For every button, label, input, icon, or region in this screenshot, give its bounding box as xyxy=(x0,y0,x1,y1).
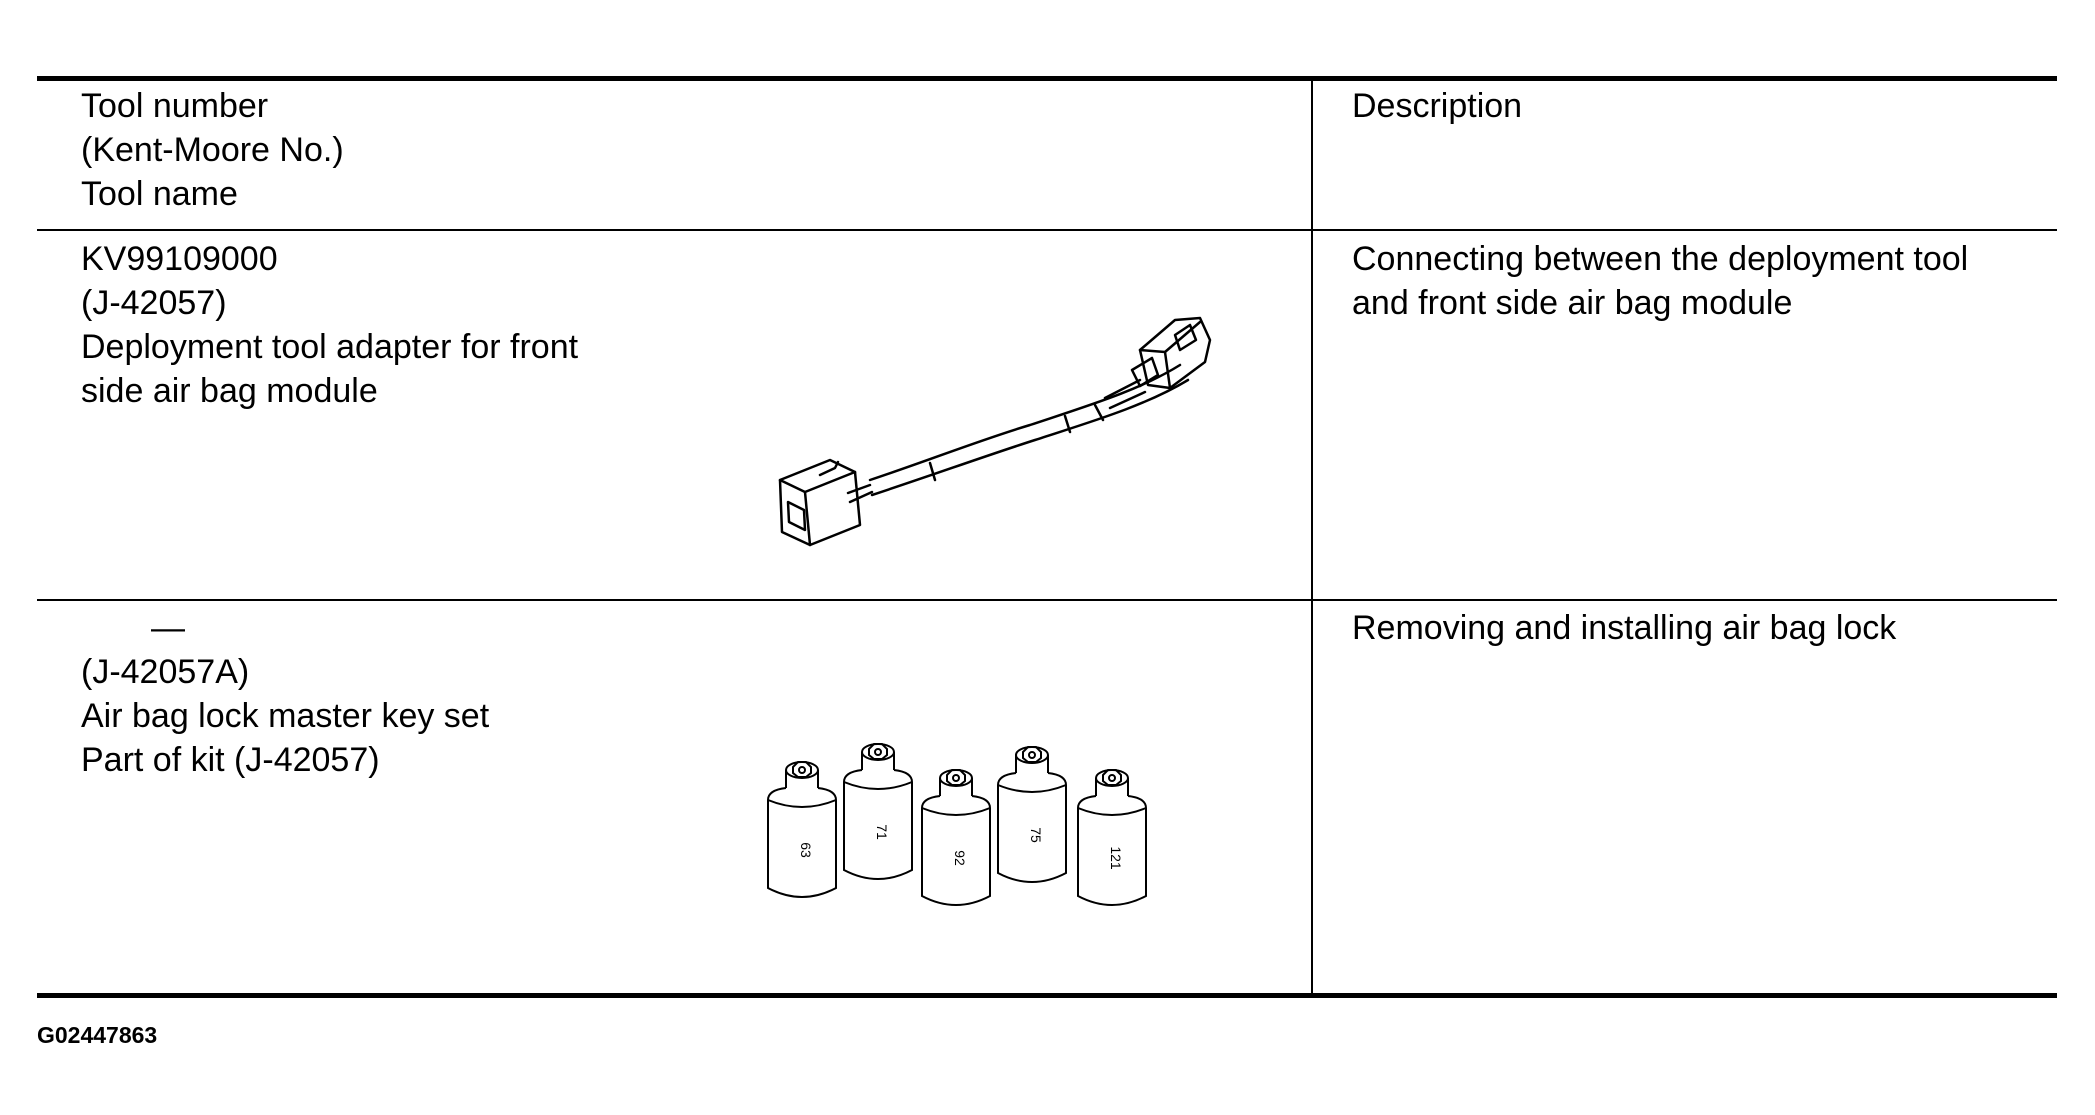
master-key-label-1: 63 xyxy=(798,842,814,858)
master-key-label-4: 75 xyxy=(1028,827,1044,843)
figure-id: G02447863 xyxy=(37,1022,158,1048)
master-key-label-2: 71 xyxy=(874,824,890,840)
row1-tool-info: KV99109000 (J-42057) Deployment tool ada… xyxy=(81,237,578,413)
header-tool-number: Tool number xyxy=(81,87,269,125)
row2-tool-info: — (J-42057A) Air bag lock master key set… xyxy=(81,606,489,782)
row1-kent-moore: (J-42057) xyxy=(81,284,227,322)
master-key-5: 121 xyxy=(1077,769,1147,906)
header-tool-name: Tool name xyxy=(81,175,238,213)
master-key-set-illustration: 63 71 92 75 121 xyxy=(767,743,1147,906)
row2-description: Removing and installing air bag lock xyxy=(1352,609,1897,647)
master-key-label-3: 92 xyxy=(952,850,968,866)
harness-adapter-illustration xyxy=(778,316,1212,547)
header-bottom-rule xyxy=(37,229,2057,231)
row2-tool-name: Air bag lock master key set xyxy=(81,697,490,735)
row2-kent-moore: (J-42057A) xyxy=(81,653,250,691)
row2-tool-number: — xyxy=(151,609,185,647)
master-key-3: 92 xyxy=(921,769,991,906)
row1-tool-name-2: side air bag module xyxy=(81,372,378,410)
master-key-label-5: 121 xyxy=(1108,846,1124,870)
table-top-rule xyxy=(37,76,2057,81)
column-divider xyxy=(1311,78,1313,995)
row1-bottom-rule xyxy=(37,599,2057,601)
header-tool-column: Tool number (Kent-Moore No.) Tool name xyxy=(81,84,344,216)
row1-tool-name-1: Deployment tool adapter for front xyxy=(81,328,579,366)
header-description: Description xyxy=(1352,87,1523,125)
master-key-2: 71 xyxy=(843,743,913,880)
master-key-1: 63 xyxy=(767,761,837,898)
row2-kit-note: Part of kit (J-42057) xyxy=(81,741,380,779)
master-key-4: 75 xyxy=(997,746,1067,883)
row1-description: Connecting between the deployment tool a… xyxy=(1352,240,1969,322)
table-bottom-rule xyxy=(37,993,2057,998)
header-kent-moore: (Kent-Moore No.) xyxy=(81,131,344,169)
row1-tool-number: KV99109000 xyxy=(81,240,278,278)
